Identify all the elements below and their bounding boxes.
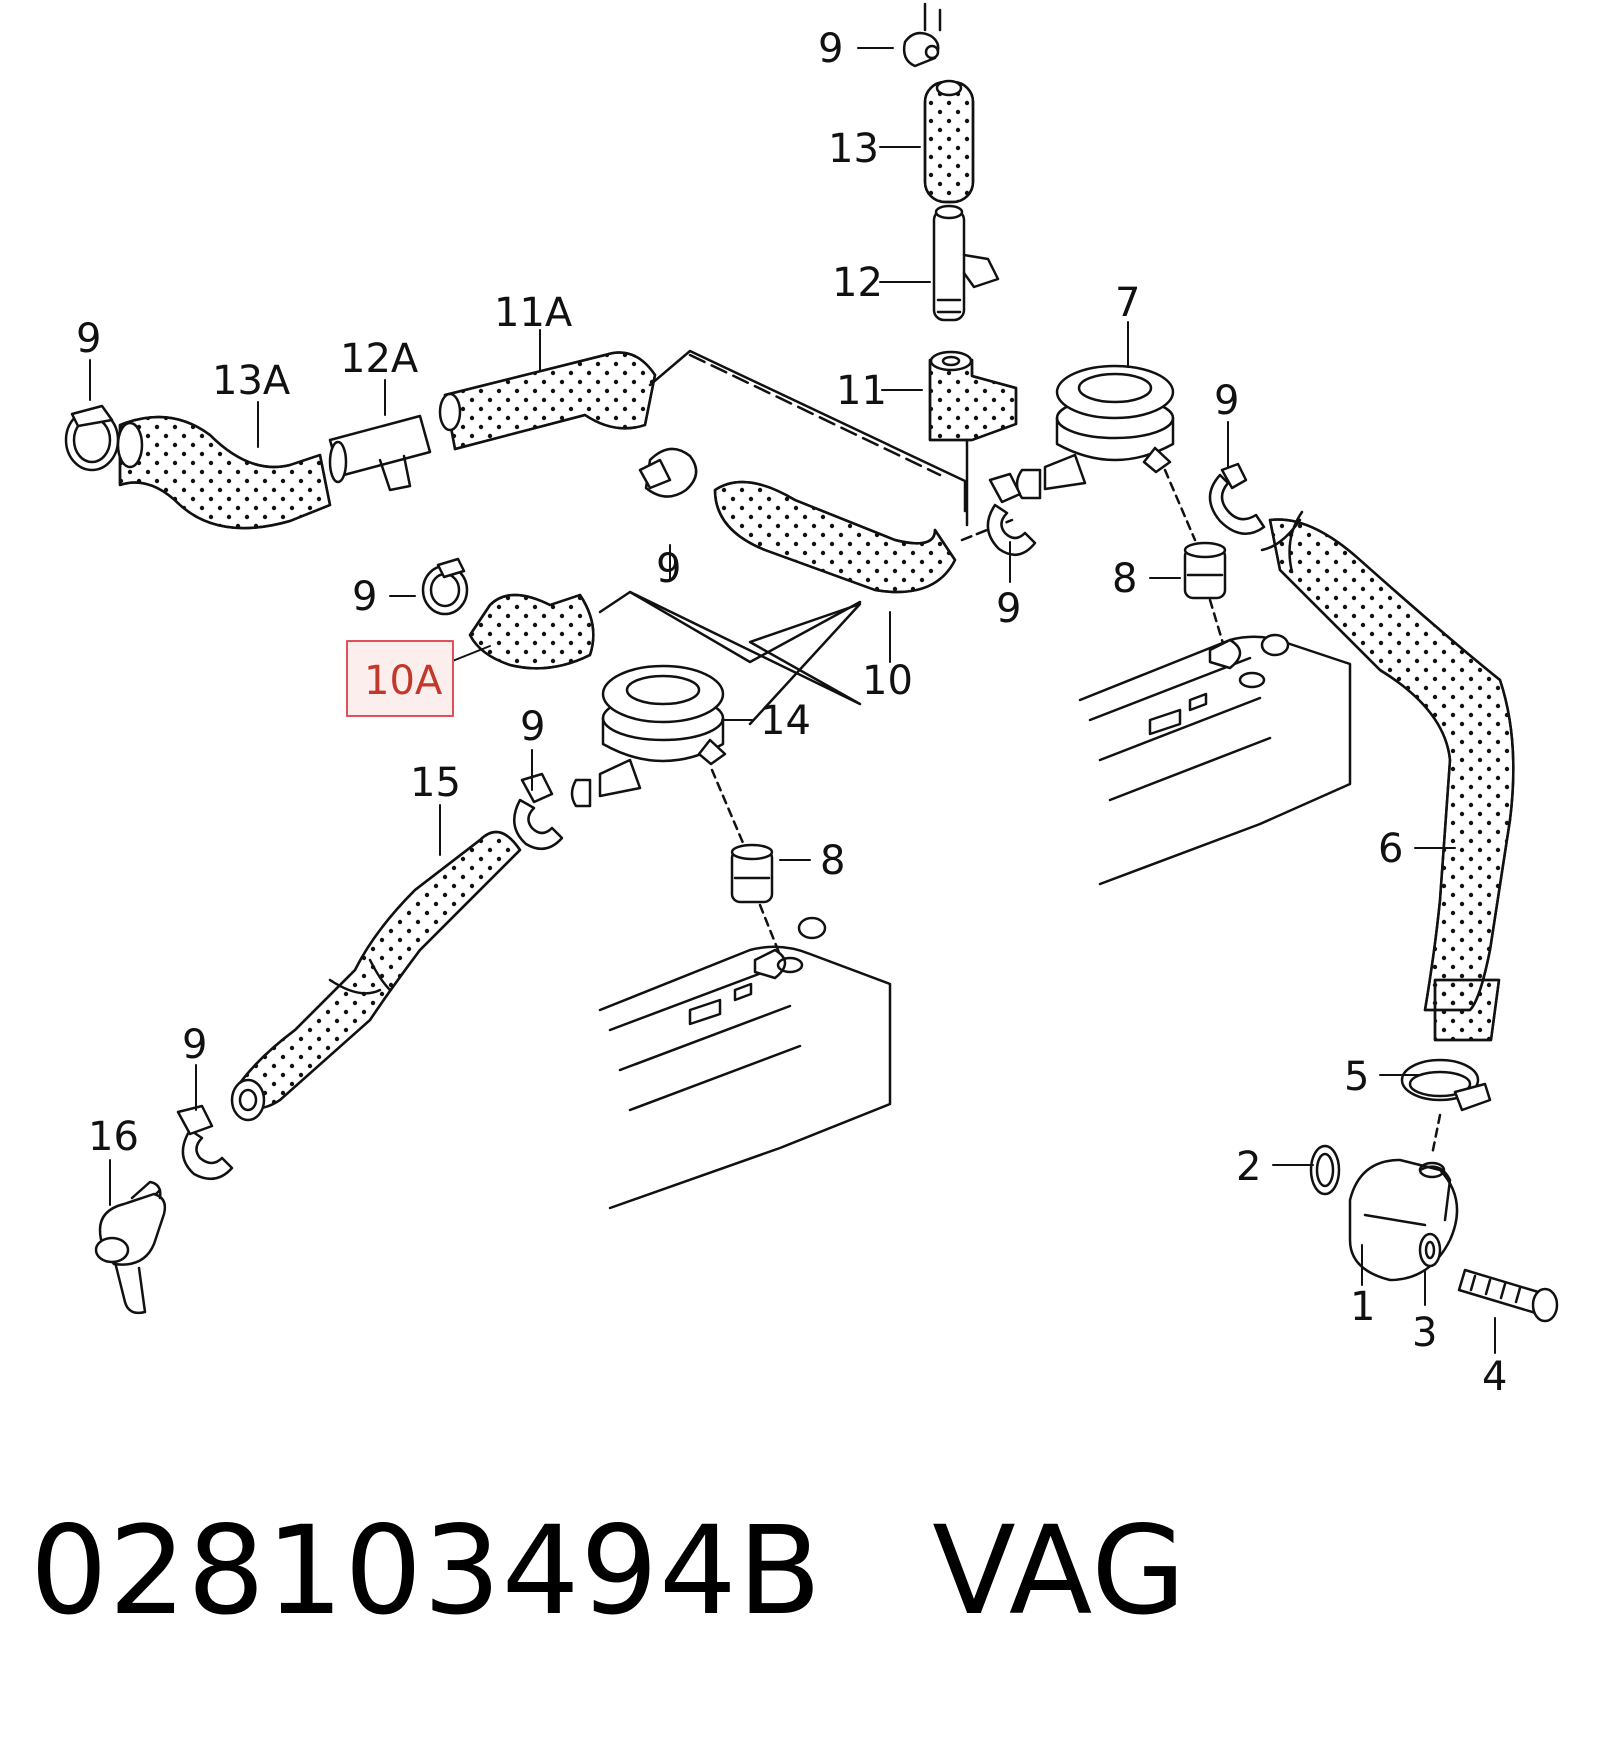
line-11A <box>648 349 967 513</box>
clamp-5 <box>1400 1058 1492 1112</box>
clamp-top <box>902 2 942 68</box>
label-5: 5 <box>1344 1054 1369 1100</box>
label-15: 15 <box>410 760 461 806</box>
label-1: 1 <box>1350 1284 1375 1330</box>
connector-8-lower <box>730 843 774 904</box>
label-16: 16 <box>88 1114 139 1160</box>
label-10: 10 <box>862 658 913 704</box>
label-9-left: 9 <box>76 316 101 362</box>
hose-15 <box>230 830 522 1122</box>
hose-10A <box>468 593 595 670</box>
clamp-9-16 <box>176 1104 234 1181</box>
label-11: 11 <box>836 368 887 414</box>
label-9-16: 9 <box>182 1022 207 1068</box>
clamp-9-mid <box>638 447 698 498</box>
label-2: 2 <box>1236 1144 1261 1190</box>
parts-diagram: 9 13 12 11 7 11A 12A 13A 9 9 9 9 8 9 10 … <box>64 2 1559 1400</box>
connector-8-upper <box>1183 541 1227 600</box>
callout-labels: 9 13 12 11 7 11A 12A 13A 9 9 9 9 8 9 10 … <box>76 26 1507 1400</box>
valve-12 <box>932 204 1000 322</box>
connector-16 <box>94 1180 167 1315</box>
valve-12A <box>328 414 432 492</box>
flange-1 <box>1348 1158 1459 1282</box>
hose-10 <box>713 480 957 594</box>
label-9-15: 9 <box>520 704 545 750</box>
hose-6 <box>1260 510 1515 1042</box>
line-10 <box>598 590 862 726</box>
part-number-caption: 028103494B VAG <box>30 1500 1187 1642</box>
hose-13 <box>923 79 975 204</box>
brand-name: VAG <box>932 1500 1187 1642</box>
label-8-lower: 8 <box>820 838 845 884</box>
label-7: 7 <box>1115 280 1140 326</box>
label-4: 4 <box>1482 1354 1507 1400</box>
label-8-upper: 8 <box>1112 556 1137 602</box>
label-3: 3 <box>1412 1310 1437 1356</box>
separator-7 <box>1015 364 1175 500</box>
washer-3 <box>1418 1232 1442 1268</box>
valve-cover-lower <box>598 916 892 1210</box>
clamp-9-left <box>64 404 120 472</box>
label-12A: 12A <box>340 336 419 382</box>
label-9-clamp-mid: 9 <box>656 546 681 592</box>
label-10A: 10A <box>364 658 443 704</box>
seal-2 <box>1309 1144 1341 1196</box>
label-13A: 13A <box>212 358 291 404</box>
label-9-upper-right: 9 <box>1214 378 1239 424</box>
hose-11A <box>438 351 657 451</box>
clamp-9-separator <box>986 472 1037 556</box>
label-13: 13 <box>828 126 879 172</box>
separator-14 <box>570 664 727 808</box>
label-14: 14 <box>760 698 811 744</box>
label-12: 12 <box>832 260 883 306</box>
label-9-top: 9 <box>818 26 843 72</box>
elbow-11 <box>928 350 1018 442</box>
label-9-clamp-right: 9 <box>996 586 1021 632</box>
clamp-9-right <box>1208 462 1266 535</box>
valve-cover-upper <box>1078 633 1352 886</box>
clamp-9-15 <box>513 772 564 851</box>
label-6: 6 <box>1378 826 1403 872</box>
hose-13A <box>116 415 332 530</box>
bolt-4 <box>1457 1268 1559 1323</box>
part-number: 028103494B <box>30 1500 823 1642</box>
highlight-box <box>346 640 454 717</box>
clamp-9-10A <box>421 557 469 616</box>
label-9-10A: 9 <box>352 574 377 620</box>
label-11A: 11A <box>494 290 573 336</box>
